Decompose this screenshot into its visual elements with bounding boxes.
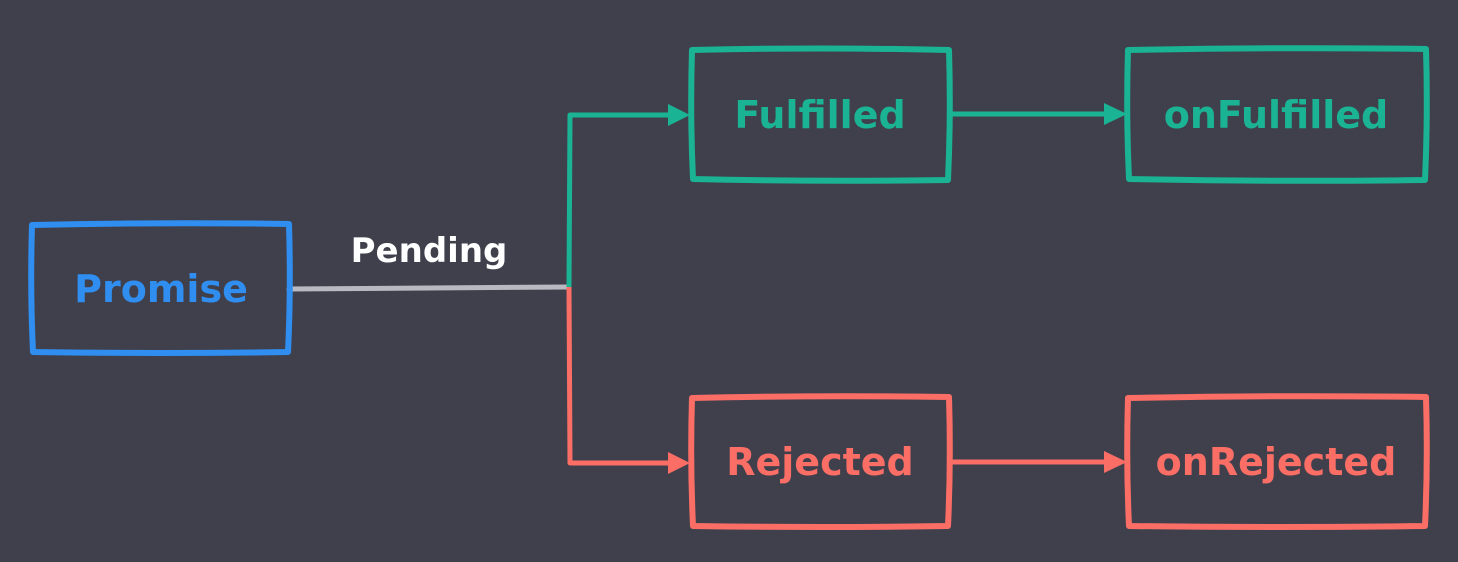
arrowhead-to-fulfilled: [668, 104, 690, 126]
node-promise-label: Promise: [74, 267, 248, 311]
node-promise: Promise: [28, 220, 293, 356]
pending-edge: [286, 284, 572, 292]
node-onfulfilled: onFulfilled: [1124, 45, 1430, 184]
node-fulfilled: Fulfilled: [688, 45, 953, 184]
node-onrejected-label: onRejected: [1156, 440, 1397, 484]
node-fulfilled-label: Fulfilled: [734, 93, 905, 137]
node-rejected: Rejected: [688, 393, 953, 530]
arrowhead-to-onfulfilled: [1104, 103, 1127, 125]
node-onrejected: onRejected: [1124, 393, 1430, 530]
pending-label: Pending: [351, 231, 508, 271]
node-rejected-label: Rejected: [726, 440, 914, 484]
node-onfulfilled-label: onFulfilled: [1164, 93, 1389, 137]
edge-to-rejected: [566, 286, 668, 466]
arrowhead-to-onrejected: [1104, 451, 1127, 473]
arrowhead-to-rejected: [668, 452, 690, 474]
edge-to-fulfilled: [566, 112, 668, 288]
